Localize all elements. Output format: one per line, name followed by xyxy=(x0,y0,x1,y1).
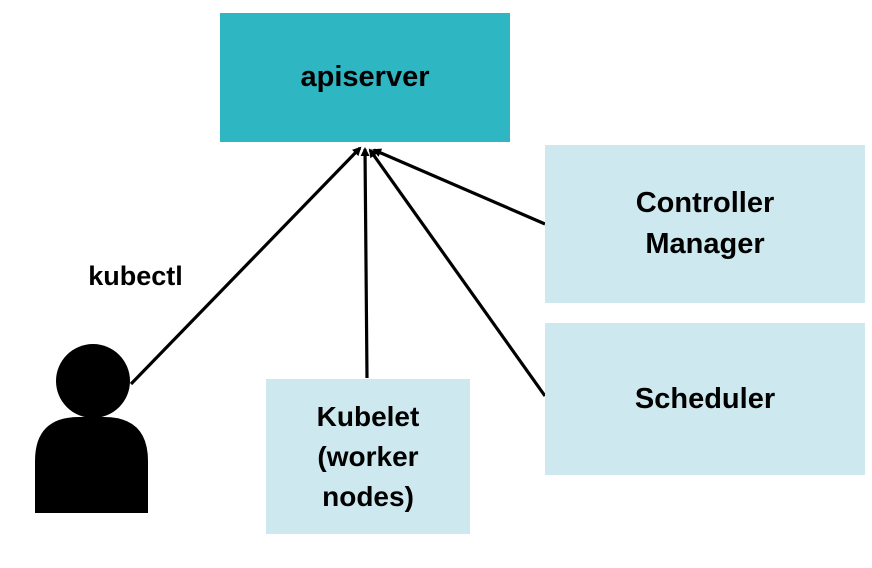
node-apiserver-label: apiserver xyxy=(300,61,430,93)
node-kubelet: Kubelet (worker nodes) xyxy=(266,379,470,534)
edge-kubelet-to-apiserver xyxy=(360,147,370,379)
node-apiserver: apiserver xyxy=(220,13,510,142)
node-scheduler-label: Scheduler xyxy=(634,382,776,415)
node-scheduler: Scheduler xyxy=(545,323,865,475)
person-silhouette-icon xyxy=(35,344,148,513)
edge-controller-manager-to-apiserver xyxy=(372,148,546,226)
node-controller-manager-label: Controller Manager xyxy=(635,187,775,260)
edge-kubectl-to-apiserver xyxy=(129,146,362,386)
kubectl-label: kubectl xyxy=(88,261,183,291)
node-controller-manager: Controller Manager xyxy=(545,145,865,303)
edge-scheduler-to-apiserver xyxy=(368,148,547,397)
node-kubelet-label: Kubelet (worker nodes) xyxy=(316,400,420,512)
